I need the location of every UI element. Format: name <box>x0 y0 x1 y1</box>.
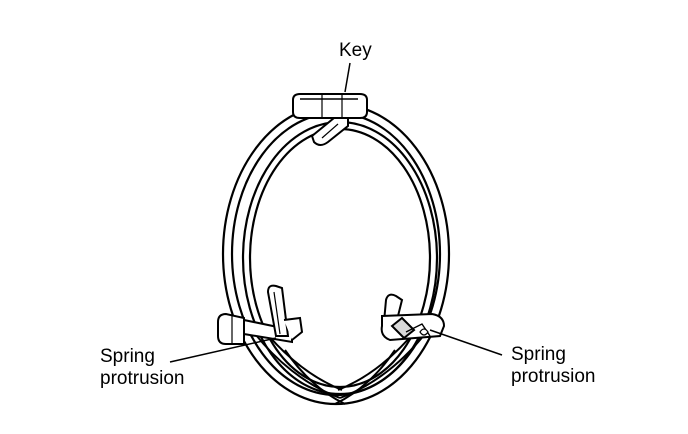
left-spring-protrusion-label: Spring protrusion <box>100 346 185 390</box>
key-label-text: Key <box>339 40 372 61</box>
ring-loop-inner-b <box>248 127 432 389</box>
wire-ring <box>221 102 451 406</box>
left-spring-label-line1: Spring <box>100 346 155 367</box>
left-spring-label-line2: protrusion <box>100 368 185 389</box>
left-leader-line <box>169 337 277 363</box>
leader-lines <box>169 62 503 363</box>
right-spring-label-line1: Spring <box>511 344 566 365</box>
key-label: Key <box>339 40 372 62</box>
right-spring-protrusion <box>380 293 446 342</box>
right-spring-label-line2: protrusion <box>511 366 596 387</box>
right-spring-protrusion-label: Spring protrusion <box>511 344 596 388</box>
left-spring-protrusion <box>217 284 304 345</box>
key-block <box>292 93 368 146</box>
right-leader-line <box>429 329 503 356</box>
ring-loop-outer-a <box>221 102 451 406</box>
key-leader-line <box>344 62 351 93</box>
